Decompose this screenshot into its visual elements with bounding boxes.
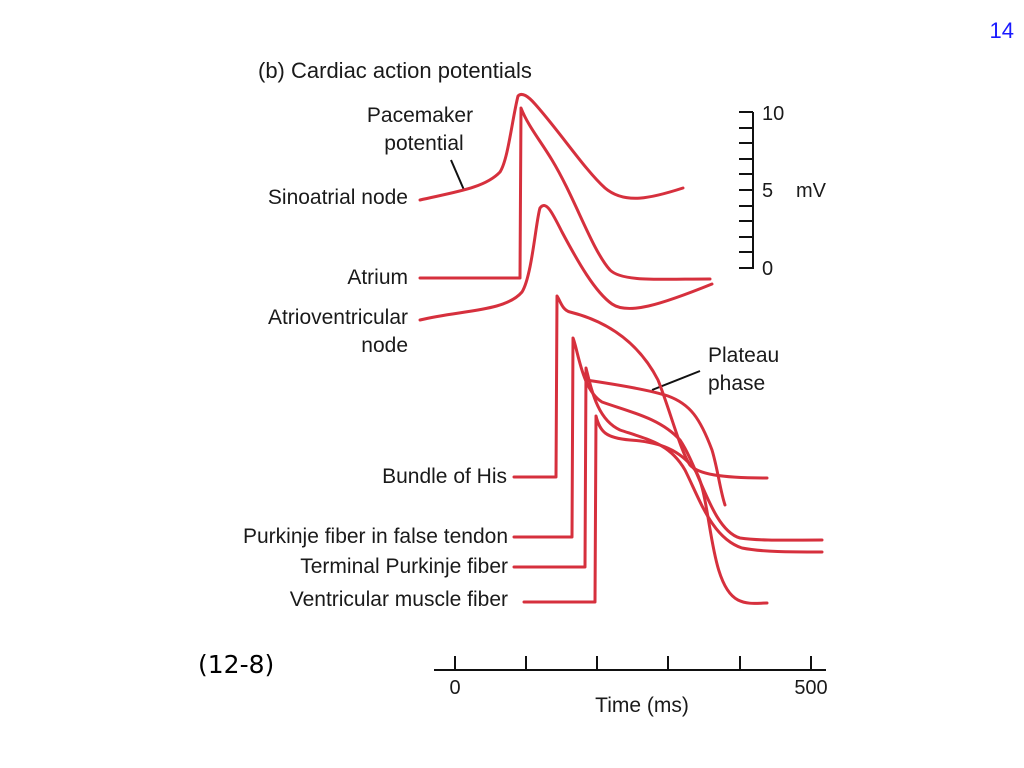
- label-bundle-of-his: Bundle of His: [382, 465, 507, 488]
- label-terminal-purkinje: Terminal Purkinje fiber: [300, 555, 508, 578]
- label-sinoatrial-node: Sinoatrial node: [268, 186, 408, 209]
- trace-atrioventricular-node: [418, 204, 714, 322]
- trace-purkinje-false-tendon: [512, 336, 824, 542]
- pacemaker-label-line2: potential: [384, 132, 463, 155]
- trace-terminal-purkinje: [512, 366, 824, 569]
- time-tick-0: 0: [449, 677, 460, 699]
- label-atrioventricular-line1: Atrioventricular: [268, 306, 408, 329]
- voltage-tick-5: 5: [762, 180, 773, 202]
- label-atrioventricular-line2: node: [361, 334, 408, 357]
- plateau-label-line1: Plateau: [708, 344, 779, 367]
- trace-plateau-ridge: [584, 378, 727, 507]
- trace-atrium: [418, 106, 712, 281]
- figure-title: (b) Cardiac action potentials: [258, 58, 532, 83]
- pacemaker-label-line1: Pacemaker: [367, 104, 473, 127]
- trace-bundle-of-his: [512, 294, 769, 480]
- voltage-unit: mV: [796, 180, 827, 202]
- plateau-label-line2: phase: [708, 372, 765, 395]
- pacemaker-pointer: [450, 159, 465, 191]
- trace-ventricular-muscle: [522, 414, 769, 605]
- time-tick-500: 500: [794, 677, 827, 699]
- trace-sinoatrial-node: [418, 92, 685, 202]
- figure-reference: (12-8): [198, 650, 275, 679]
- time-axis-label: Time (ms): [595, 694, 689, 717]
- voltage-tick-10: 10: [762, 103, 784, 125]
- label-purkinje-false-tendon: Purkinje fiber in false tendon: [243, 525, 508, 548]
- voltage-tick-0: 0: [762, 258, 773, 280]
- label-atrium: Atrium: [347, 266, 408, 289]
- time-axis: [434, 656, 826, 671]
- slide-number: 14: [989, 18, 1014, 43]
- voltage-scale: [739, 111, 754, 269]
- label-ventricular-muscle: Ventricular muscle fiber: [290, 588, 508, 611]
